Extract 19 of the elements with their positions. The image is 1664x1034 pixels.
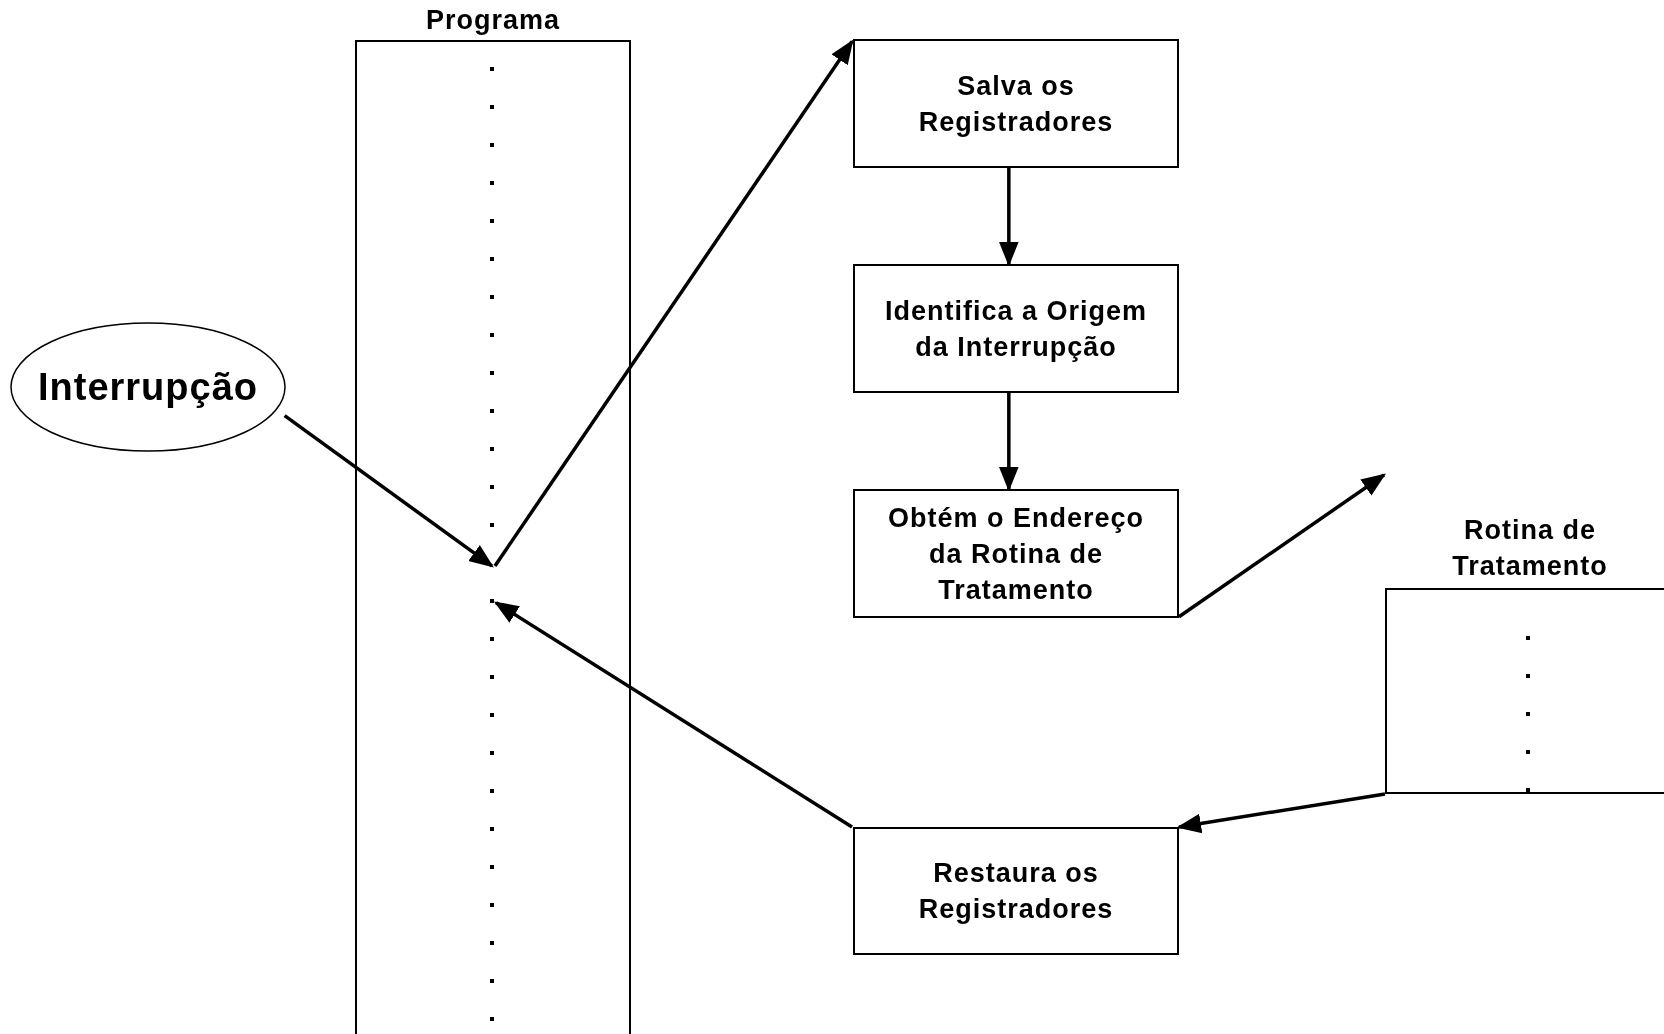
event-ellipse xyxy=(10,322,286,452)
arrow xyxy=(1178,473,1386,619)
column-title: Programa xyxy=(424,4,562,37)
arrow xyxy=(999,168,1019,267)
arrow xyxy=(283,414,494,568)
process-box xyxy=(853,39,1179,168)
process-box xyxy=(853,827,1179,955)
process-box xyxy=(853,264,1179,393)
column-title: Rotina de Tratamento xyxy=(1451,514,1609,583)
arrow xyxy=(493,39,854,567)
step-text: Identifica a Origem da Interrupção xyxy=(883,294,1149,364)
process-box xyxy=(853,489,1179,618)
step-text: Obtém o Endereço da Rotina de Tratamento xyxy=(886,501,1145,607)
arrow xyxy=(493,601,853,829)
arrow xyxy=(1176,792,1386,834)
step-text: Salva os Registradores xyxy=(917,69,1115,139)
arrow xyxy=(999,393,1019,492)
step-text: Restaura os Registradores xyxy=(917,857,1115,926)
event-text: Interrupção xyxy=(37,365,258,409)
